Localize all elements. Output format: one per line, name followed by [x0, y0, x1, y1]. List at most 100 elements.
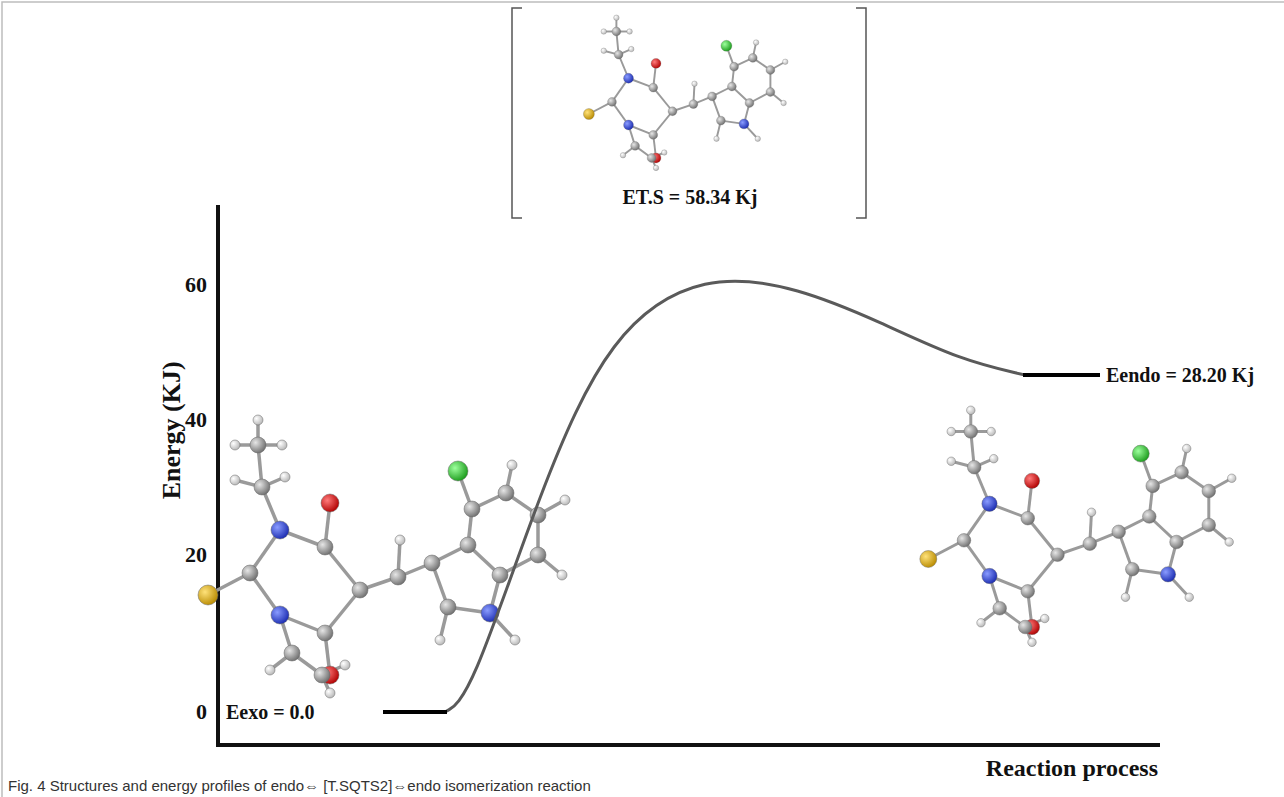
atom [557, 570, 567, 580]
endo-structure [920, 406, 1236, 647]
atom [280, 472, 290, 482]
atom [560, 495, 570, 505]
axis-title: Energy (KJ) [158, 361, 187, 499]
atom [1132, 445, 1149, 462]
atom [947, 427, 956, 436]
atom [689, 100, 698, 109]
atom [492, 567, 508, 583]
atom [1228, 474, 1237, 483]
atom [1175, 466, 1189, 480]
atom [1182, 444, 1191, 453]
atom [321, 494, 339, 512]
atom [325, 688, 335, 698]
x-axis [216, 743, 1160, 747]
atom [614, 15, 620, 21]
atom [1121, 593, 1130, 602]
bracket [512, 8, 522, 218]
atom [753, 40, 759, 46]
atom [631, 142, 640, 151]
atom [783, 59, 789, 65]
atom [721, 40, 732, 51]
atom [1112, 525, 1126, 539]
atom [614, 50, 623, 59]
atom [612, 27, 621, 36]
molecule-group [198, 15, 1236, 698]
atom [440, 599, 456, 615]
tick-label: 60 [185, 273, 207, 297]
atom [708, 92, 717, 101]
atom [601, 29, 607, 34]
atom [745, 99, 754, 108]
atom [395, 535, 405, 545]
tick-label: 20 [185, 543, 207, 567]
atom [647, 154, 656, 163]
atom [1170, 535, 1184, 549]
atom [1087, 508, 1096, 517]
atom [230, 440, 240, 450]
atom [629, 46, 635, 52]
atom [198, 585, 218, 605]
profile-group [383, 281, 1100, 712]
energy-label: Eexo = 0.0 [226, 701, 315, 723]
energy-label: ET.S = 58.34 Kj [623, 186, 758, 208]
atom [1018, 620, 1032, 634]
atom [781, 100, 787, 106]
atom [624, 73, 634, 83]
atom [314, 667, 330, 683]
atom [601, 48, 607, 54]
atom [977, 619, 986, 628]
atom [692, 81, 698, 87]
atom [1021, 511, 1035, 525]
atom [424, 555, 440, 571]
atom [668, 107, 677, 116]
atom [982, 568, 997, 583]
atom [1028, 638, 1037, 647]
atom [990, 454, 999, 463]
bracket [856, 8, 866, 218]
atom [982, 496, 997, 511]
atom [624, 120, 634, 130]
atom [717, 116, 726, 125]
energy-curve [445, 281, 1025, 712]
atom [340, 660, 350, 670]
atom [317, 539, 333, 555]
atom [649, 83, 658, 92]
atom [1225, 538, 1234, 547]
atom [254, 479, 270, 495]
energy-level [383, 710, 447, 714]
atom [507, 460, 517, 470]
atom [728, 82, 737, 91]
atom [608, 98, 617, 107]
atom [1024, 473, 1039, 488]
atom [1143, 510, 1157, 524]
atom [317, 625, 333, 641]
bond [1028, 555, 1058, 592]
atom [967, 460, 981, 474]
atom [271, 606, 289, 624]
atom [230, 475, 240, 485]
atom [649, 131, 658, 140]
atom [766, 88, 775, 97]
atom [352, 582, 368, 598]
atom [460, 537, 476, 553]
atom [271, 521, 289, 539]
atom [242, 565, 258, 581]
atom [1202, 484, 1216, 498]
tick-label: 0 [196, 700, 207, 724]
atom [1041, 614, 1050, 623]
tick-label: 40 [185, 408, 207, 432]
atom [448, 461, 468, 481]
atom [957, 534, 971, 548]
atom [390, 569, 406, 585]
atom [993, 602, 1007, 616]
atom [920, 551, 937, 568]
atom [714, 136, 720, 142]
atom [464, 501, 480, 517]
atom [653, 165, 659, 171]
atom [498, 485, 514, 501]
atom [755, 136, 761, 142]
atom [1160, 567, 1175, 582]
